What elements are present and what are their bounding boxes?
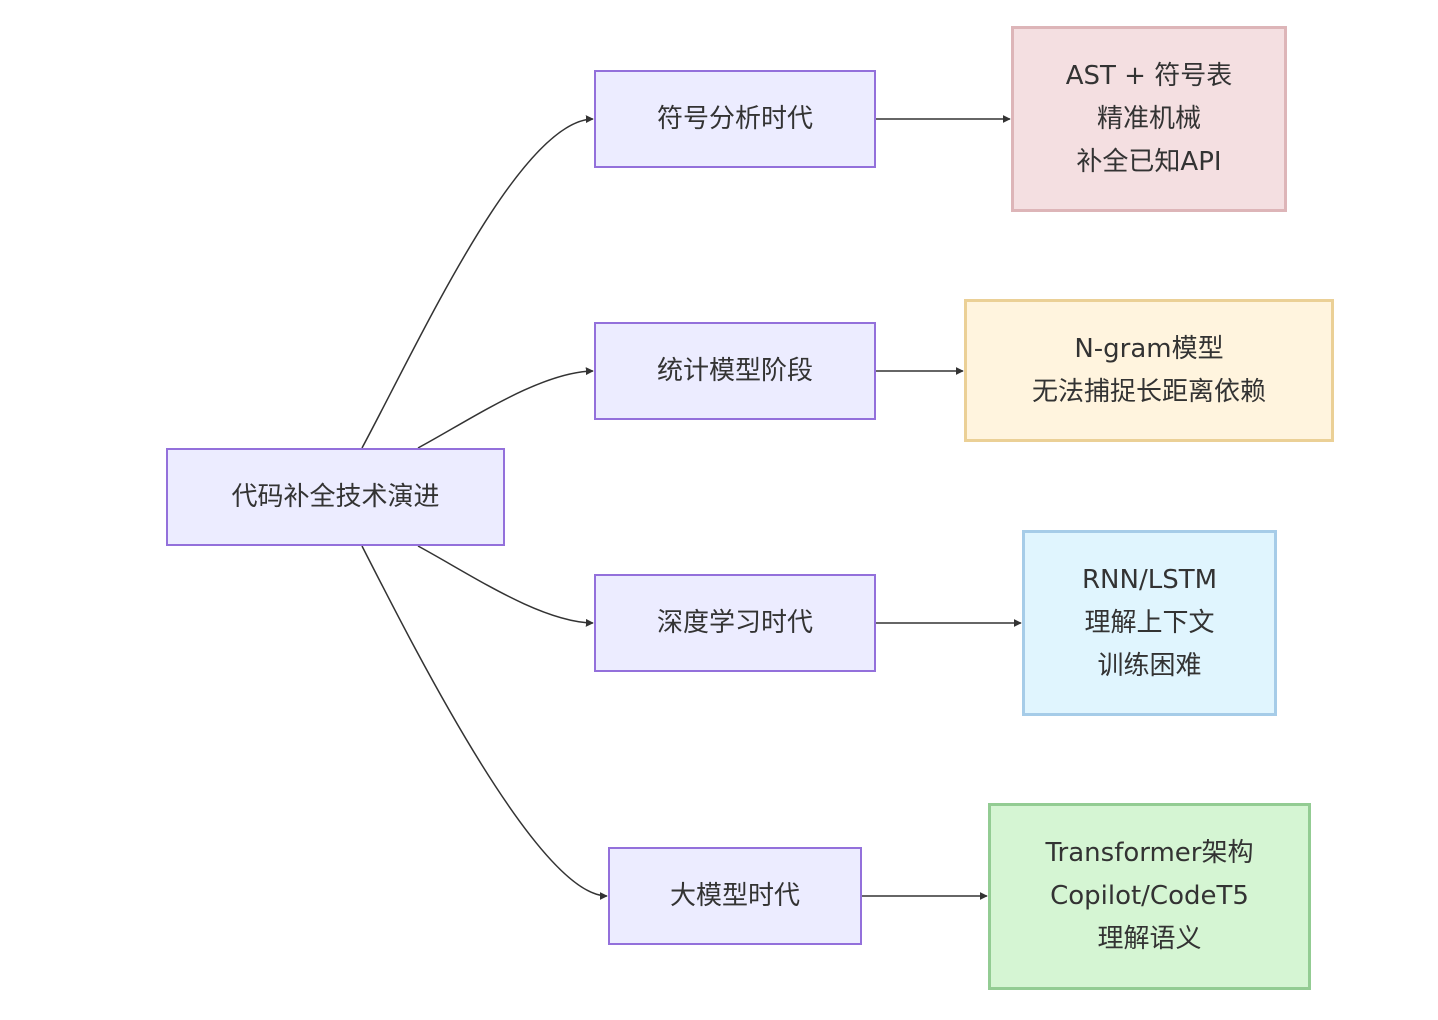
root-node-label: 代码补全技术演进: [231, 481, 440, 512]
detail-line: 精准机械: [1096, 103, 1201, 134]
stage-node-label: 符号分析时代: [656, 103, 813, 134]
detail-line: Copilot/CodeT5: [1050, 881, 1249, 911]
detail-line: AST + 符号表: [1065, 60, 1233, 91]
stage-node-2: 统计模型阶段: [594, 322, 876, 420]
stage-node-4: 大模型时代: [608, 847, 862, 945]
detail-node-3: RNN/LSTM 理解上下文 训练困难: [1022, 530, 1277, 716]
detail-node-4: Transformer架构 Copilot/CodeT5 理解语义: [988, 803, 1311, 990]
edge-root-to-stage-1: [361, 115, 594, 449]
detail-line: 无法捕捉长距离依赖: [1031, 376, 1266, 407]
stage-node-label: 大模型时代: [669, 880, 800, 911]
stage-node-label: 统计模型阶段: [656, 355, 813, 386]
stage-node-label: 深度学习时代: [656, 607, 813, 638]
edge-root-to-stage-3: [417, 545, 594, 627]
detail-line: N-gram模型: [1074, 333, 1224, 364]
edge-root-to-stage-4: [361, 545, 608, 900]
edge-root-to-stage-2: [417, 367, 594, 449]
detail-line: 训练困难: [1097, 650, 1202, 681]
stage-node-1: 符号分析时代: [594, 70, 876, 168]
root-node: 代码补全技术演进: [166, 448, 505, 546]
detail-line: Transformer架构: [1045, 838, 1254, 868]
detail-line: 理解语义: [1097, 924, 1202, 954]
detail-line: 理解上下文: [1084, 607, 1215, 638]
stage-node-3: 深度学习时代: [594, 574, 876, 672]
detail-node-1: AST + 符号表 精准机械 补全已知API: [1011, 26, 1287, 212]
detail-node-2: N-gram模型 无法捕捉长距离依赖: [964, 299, 1334, 442]
detail-line: 补全已知API: [1076, 146, 1222, 177]
detail-line: RNN/LSTM: [1081, 564, 1218, 595]
